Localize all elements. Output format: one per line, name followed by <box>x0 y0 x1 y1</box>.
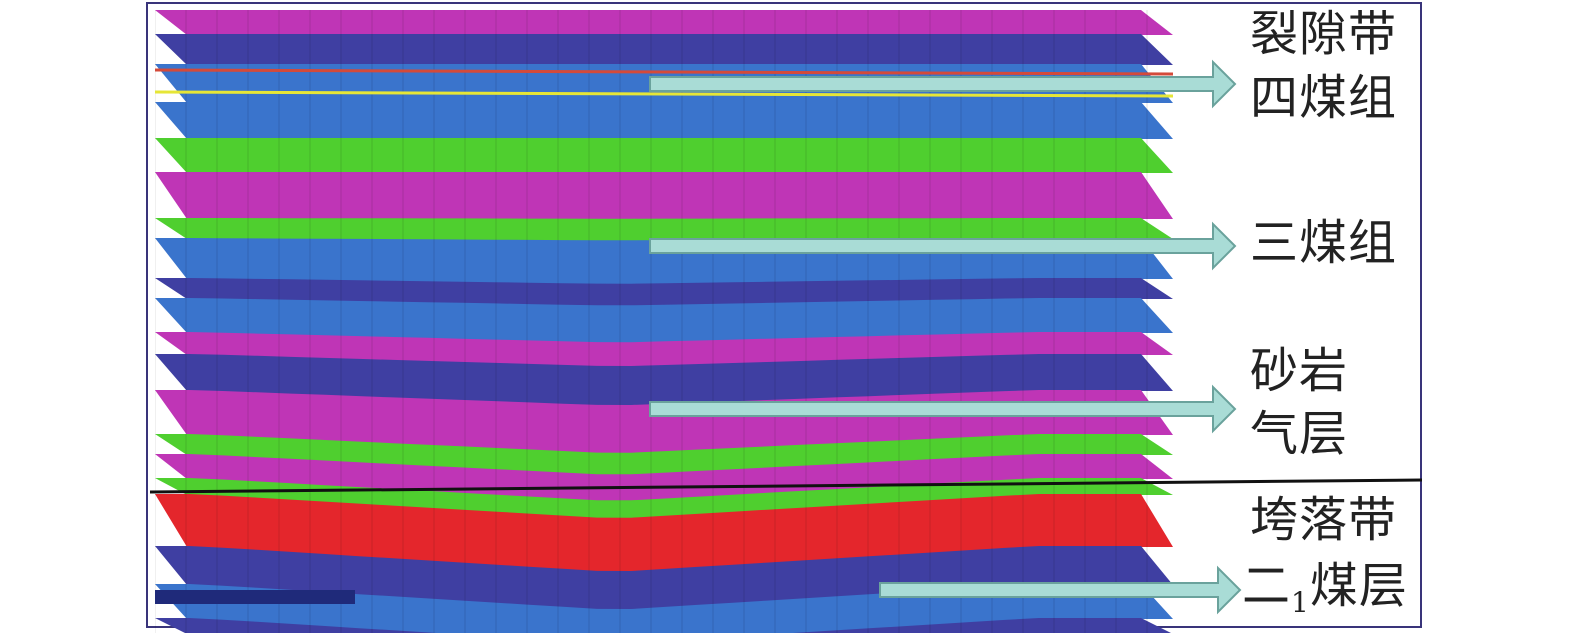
stratum-layer-9 <box>155 298 1173 344</box>
stratum-layer-4 <box>155 138 1173 173</box>
coal-seam-band <box>155 590 355 604</box>
label-sandstone-line1: 砂岩 <box>1250 343 1349 399</box>
coal-seam-line-1 <box>155 90 1173 98</box>
caving-boundary-line <box>149 478 1423 494</box>
coal-seam-prefix: 二 <box>1242 558 1292 614</box>
stratum-layer-15 <box>155 478 1173 519</box>
mesh-grid <box>155 10 1148 633</box>
arrow-coal-group-3 <box>649 221 1237 271</box>
stratum-layer-19 <box>155 618 1171 633</box>
label-coal-group-3: 三煤组 <box>1250 215 1398 271</box>
pointer-arrows <box>649 59 1242 615</box>
label-caving-zone: 垮落带 <box>1250 492 1398 548</box>
arrow-sandstone-gas <box>649 384 1237 434</box>
stratum-layer-5 <box>155 172 1173 220</box>
label-sandstone-line2: 气层 <box>1250 406 1349 462</box>
stratum-layer-8 <box>155 278 1173 307</box>
label-coal-seam-2-1: 二1煤层 <box>1242 560 1408 629</box>
arrow-coal-group-4 <box>649 59 1237 109</box>
stratum-layer-0 <box>155 10 1173 35</box>
stratum-layer-11 <box>155 354 1173 407</box>
stratum-layer-17 <box>155 546 1173 611</box>
stratum-layer-16 <box>155 494 1173 573</box>
arrow-coal-seam-2-1 <box>879 565 1242 615</box>
coal-seam-line-0 <box>155 68 1173 76</box>
label-coal-group-4: 四煤组 <box>1250 70 1398 126</box>
label-fracture-zone: 裂隙带 <box>1250 6 1398 62</box>
coal-seam-subscript: 1 <box>1291 586 1310 619</box>
stratum-layer-3 <box>155 102 1173 139</box>
coal-seam-suffix: 煤层 <box>1309 558 1408 614</box>
stratum-layer-6 <box>155 218 1173 242</box>
stratum-layer-1 <box>155 34 1173 65</box>
